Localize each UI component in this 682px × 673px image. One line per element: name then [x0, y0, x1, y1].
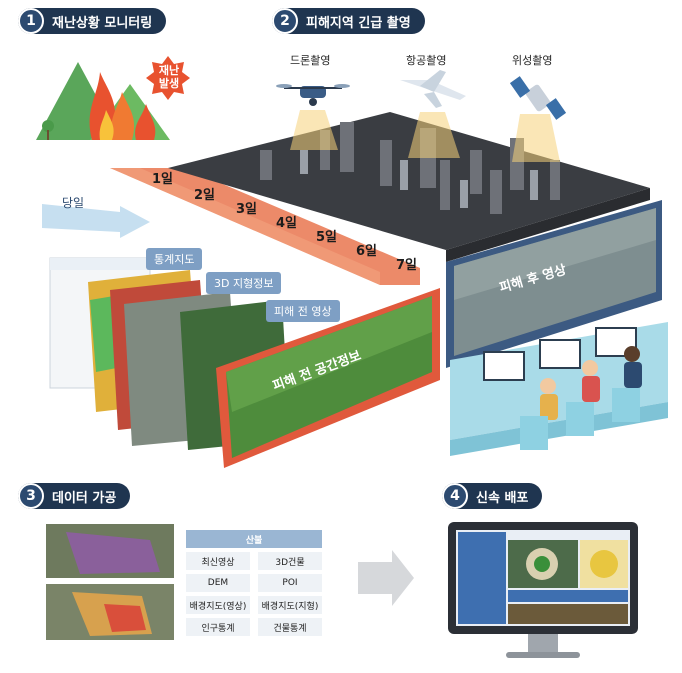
step-number: 2: [272, 8, 298, 34]
analysis-workstation: [450, 322, 668, 456]
product-item: 최신영상: [186, 552, 250, 570]
city-3d-block: [168, 112, 650, 250]
product-item: 배경지도(영상): [186, 596, 250, 614]
disaster-badge-icon: [146, 56, 190, 100]
airplane-icon: [400, 70, 466, 108]
product-item: 3D건물: [258, 552, 322, 570]
aerial-label: 항공촬영: [406, 54, 447, 67]
step-1-badge: 1 재난상황 모니터링: [18, 8, 167, 34]
satellite-label: 위성촬영: [512, 54, 553, 67]
drone-icon: [276, 84, 350, 106]
step-3-badge: 3 데이터 가공: [18, 483, 131, 509]
step-4-badge: 4 신속 배포: [442, 483, 543, 509]
day-label: 5일: [316, 230, 338, 245]
same-day-label: 당일: [62, 196, 85, 210]
product-item: DEM: [186, 574, 250, 592]
product-item: 건물통계: [258, 618, 322, 636]
step-label: 피해지역 긴급 촬영: [306, 15, 411, 31]
product-item: 배경지도(지형): [258, 596, 322, 614]
flow-arrow: [358, 550, 414, 606]
drone-label: 드론촬영: [290, 54, 331, 67]
step-label: 신속 배포: [476, 490, 529, 506]
deployment-monitor: [448, 522, 638, 658]
day-label: 2일: [194, 188, 216, 203]
disaster-badge-label: 재난 발생: [158, 64, 180, 90]
layer-tag: 통계지도: [146, 248, 203, 270]
layer-tag: 피해 전 영상: [266, 300, 340, 322]
satellite-icon: [509, 76, 567, 120]
products-header: 산불: [186, 530, 322, 548]
day-label: 6일: [356, 244, 378, 259]
disaster-mountain-icon: [36, 62, 170, 140]
same-day-arrow: [42, 204, 150, 238]
step-label: 데이터 가공: [52, 490, 117, 506]
product-item: POI: [258, 574, 322, 592]
day-label: 4일: [276, 216, 298, 231]
step-number: 1: [18, 8, 44, 34]
step-2-badge: 2 피해지역 긴급 촬영: [272, 8, 425, 34]
product-item: 인구통계: [186, 618, 250, 636]
day-label: 1일: [152, 172, 174, 187]
step-number: 3: [18, 483, 44, 509]
day-label: 7일: [396, 258, 418, 273]
day-label: 3일: [236, 202, 258, 217]
step-label: 재난상황 모니터링: [52, 15, 153, 31]
step-number: 4: [442, 483, 468, 509]
layer-tag: 3D 지형정보: [206, 272, 282, 294]
